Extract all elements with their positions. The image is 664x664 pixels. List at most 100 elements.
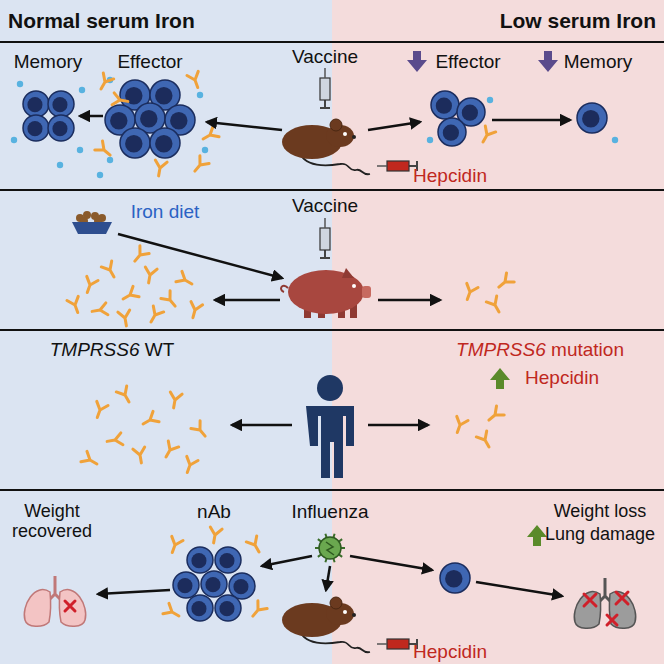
- antibody-shape: [163, 603, 182, 621]
- antibody: [82, 276, 98, 294]
- label: Hepcidin: [525, 368, 599, 389]
- damage-mark: [607, 615, 617, 625]
- cell-nucleus: [233, 579, 248, 594]
- label: TMPRSS6 mutation: [456, 340, 624, 361]
- label: Vaccine: [292, 47, 358, 68]
- cell-nucleus: [191, 553, 206, 568]
- cell-body: [23, 91, 49, 117]
- cell-nucleus: [52, 97, 67, 112]
- t-cell: [201, 571, 227, 597]
- t-cell: [23, 115, 49, 141]
- mouse-nose: [352, 135, 356, 139]
- label: Weight recovered: [6, 502, 98, 542]
- person-body: [306, 406, 354, 478]
- antibody-shape: [133, 447, 147, 464]
- label: Hepcidin: [413, 166, 487, 187]
- t-cell: [215, 595, 241, 621]
- antibody-shape: [478, 126, 496, 145]
- t-cell: [187, 595, 213, 621]
- cell-body: [48, 115, 74, 141]
- lung-lobe: [24, 590, 50, 627]
- damage-mark: [616, 592, 628, 604]
- pig-snout: [362, 286, 371, 298]
- cell-nucleus: [205, 577, 220, 592]
- label-rest: WT: [139, 339, 174, 360]
- antibody: [112, 93, 129, 107]
- antibody: [182, 456, 198, 474]
- lung-lobe: [574, 592, 600, 629]
- label: Memory: [14, 52, 83, 73]
- cell-body: [440, 563, 470, 593]
- mouse-eye: [343, 610, 347, 614]
- increase-arrow: [527, 525, 547, 546]
- cell-body: [438, 118, 466, 146]
- decrease-arrow: [538, 51, 558, 72]
- antibody-shape: [161, 291, 180, 310]
- block-arrow-shape: [538, 51, 558, 72]
- block-arrow-shape: [407, 51, 427, 72]
- syringe-plunger-cap: [320, 257, 330, 259]
- iron-dot: [97, 172, 103, 178]
- antibody-shape: [495, 273, 514, 292]
- t-cell: [215, 547, 241, 573]
- lungs: [24, 576, 85, 626]
- antibody-shape: [92, 401, 108, 419]
- antibody-shape: [452, 416, 468, 434]
- antibody: [176, 271, 195, 289]
- cell-nucleus: [445, 570, 462, 587]
- antibody-shape: [143, 267, 157, 284]
- flow-arrow: [232, 424, 292, 427]
- damage-mark: [65, 601, 75, 611]
- antibody-shape: [168, 392, 182, 409]
- cell-body: [215, 595, 241, 621]
- pig: [281, 268, 371, 318]
- column-heading: Normal serum Iron: [8, 9, 195, 32]
- t-cell: [48, 115, 74, 141]
- cell-nucleus: [219, 553, 234, 568]
- antibody: [67, 296, 83, 314]
- syringe-barrel: [320, 78, 330, 100]
- cell-body: [187, 547, 213, 573]
- iron-dot: [427, 137, 433, 143]
- antibody-shape: [130, 246, 149, 265]
- antibody: [116, 386, 134, 405]
- antibody-shape: [116, 386, 134, 405]
- antibody: [246, 536, 264, 555]
- mouse-eye: [343, 132, 347, 136]
- damage-mark: [584, 594, 596, 606]
- pig-ear: [342, 268, 354, 278]
- antibody: [106, 433, 123, 447]
- antibody-shape: [208, 527, 222, 544]
- flow-arrow: [368, 424, 428, 427]
- antibody: [120, 286, 139, 304]
- antibody: [118, 310, 132, 327]
- antibody-shape: [96, 73, 114, 92]
- antibody-shape: [200, 126, 219, 144]
- antibody: [485, 406, 504, 425]
- flow-arrow: [492, 119, 570, 122]
- block-arrow-shape: [490, 368, 510, 389]
- t-cell: [229, 573, 255, 599]
- iron-dot: [79, 87, 85, 93]
- antibody: [168, 392, 182, 409]
- syringe-plunger: [324, 100, 326, 108]
- label: Memory: [564, 52, 633, 73]
- antibody: [133, 447, 147, 464]
- antibody: [161, 441, 179, 460]
- antibody: [96, 73, 114, 92]
- label: Vaccine: [292, 196, 358, 217]
- antibody-shape: [485, 406, 504, 425]
- cell-body: [577, 103, 607, 133]
- flow-arrow: [326, 566, 330, 590]
- antibody: [153, 160, 167, 177]
- antibody-shape: [167, 536, 183, 554]
- cell-body: [201, 571, 227, 597]
- flow-arrow: [207, 122, 282, 130]
- antibody: [81, 451, 100, 469]
- flow-arrow: [215, 299, 280, 302]
- antibody-shape: [95, 141, 114, 160]
- decrease-arrow: [407, 51, 427, 72]
- label: nAb: [197, 502, 231, 523]
- antibody-shape: [120, 286, 139, 304]
